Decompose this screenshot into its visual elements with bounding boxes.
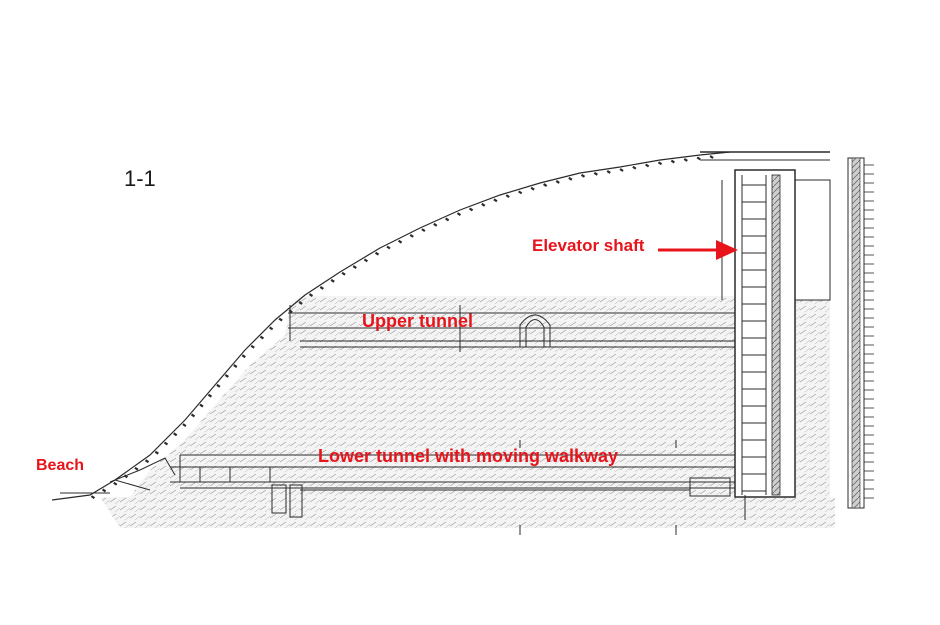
- elevator-shaft: [700, 151, 831, 520]
- upper-tunnel-label: Upper tunnel: [362, 311, 473, 331]
- lower-tunnel: [170, 454, 735, 518]
- elevator-shaft-label: Elevator shaft: [532, 236, 645, 255]
- rock-mass-hatched: [130, 296, 735, 497]
- elevator-arrow: [658, 240, 738, 260]
- terrain-ticks: [90, 155, 714, 500]
- terrain-profile: [51, 151, 731, 501]
- beach-structure: [60, 457, 176, 494]
- strata-column: [847, 157, 874, 509]
- rock-mass-right: [795, 300, 830, 497]
- ground-band: [100, 497, 835, 528]
- section-markers: [519, 440, 677, 535]
- lower-tunnel-label: Lower tunnel with moving walkway: [318, 446, 619, 466]
- section-id: 1-1: [124, 166, 156, 191]
- beach-label: Beach: [36, 457, 85, 474]
- upper-tunnel: [288, 305, 735, 352]
